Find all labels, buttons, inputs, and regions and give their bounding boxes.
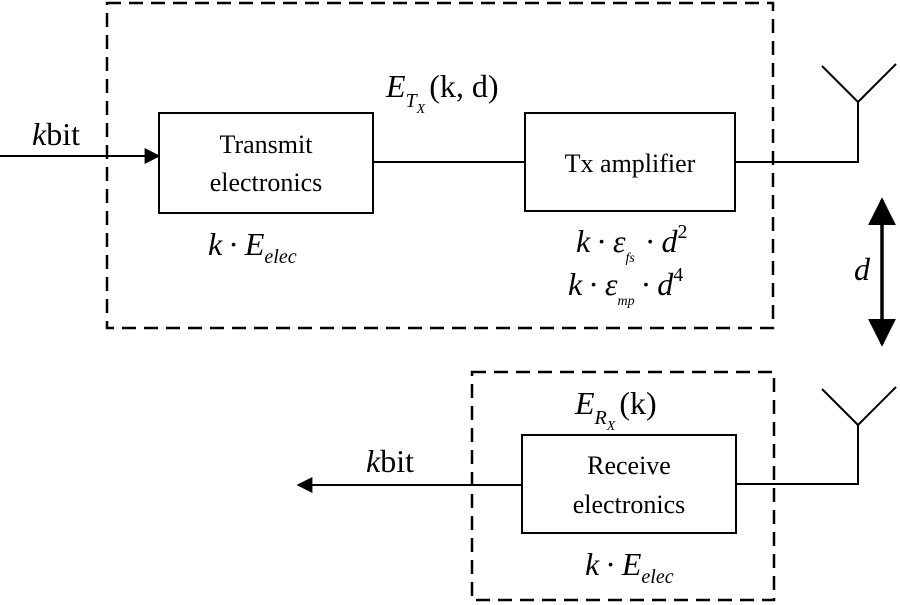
input-kbit-label: kbit (32, 116, 80, 152)
multipath-amp-energy: k·εmp·d4 (568, 264, 683, 309)
rx-antenna-feed (736, 425, 859, 485)
tx-electronics-energy: k·Eelec (208, 226, 297, 268)
receive-electronics-block (521, 434, 737, 534)
rx-energy-formula: ERX(k) (574, 385, 657, 434)
output-kbit-label: kbit (366, 443, 414, 479)
tx-antenna-icon (821, 63, 897, 103)
transmit-electronics-block (158, 112, 374, 214)
transmit-electronics-label-line2: electronics (210, 168, 323, 197)
tx-amplifier-block (524, 112, 736, 212)
rx-electronics-energy: k·Eelec (585, 546, 674, 588)
receive-electronics-label-line1: Receive (587, 451, 671, 480)
tx-antenna-feed (735, 102, 859, 163)
transmitter-boundary (105, 1, 775, 330)
distance-label: d (854, 251, 871, 287)
tx-amplifier-label: Tx amplifier (565, 149, 696, 178)
free-space-amp-energy: k·εfs·d2 (576, 221, 687, 266)
transmit-electronics-label-line1: Transmit (220, 130, 314, 159)
receive-electronics-label-line2: electronics (573, 490, 686, 519)
rx-antenna-icon (821, 386, 897, 426)
tx-energy-formula: ETX(k, d) (385, 68, 499, 117)
